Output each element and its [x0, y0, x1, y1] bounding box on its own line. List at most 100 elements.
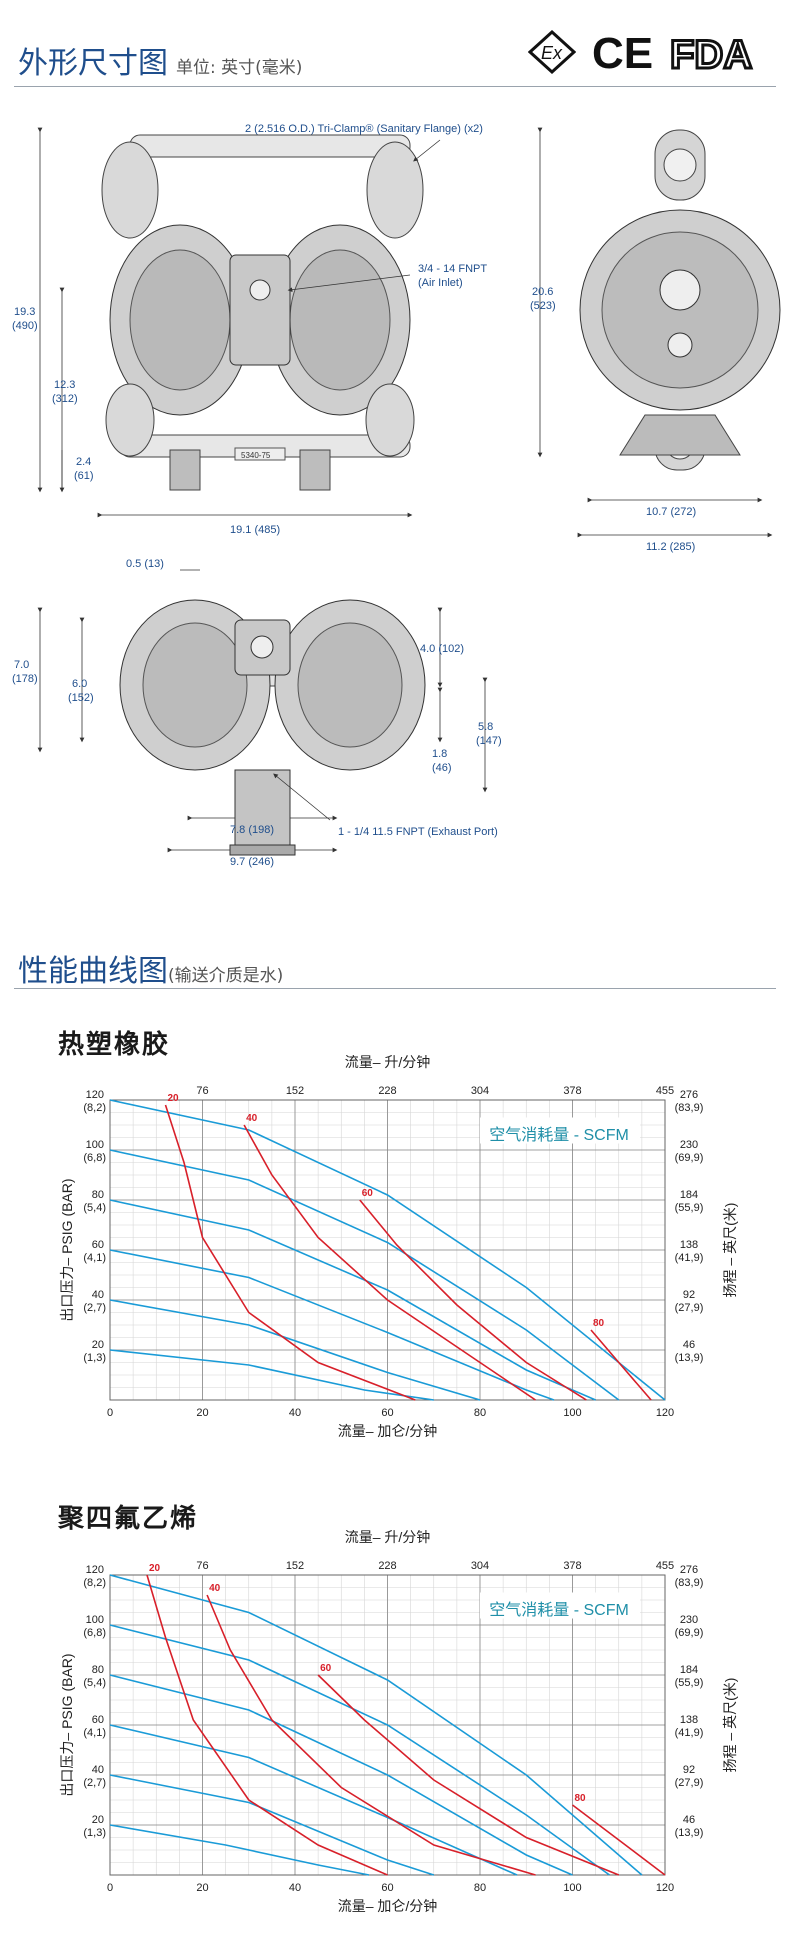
- y-tick-label-bar: (1,3): [83, 1827, 106, 1839]
- x-axis-title: 流量– 加仑/分钟: [338, 1423, 438, 1439]
- right-tick-label: 184: [680, 1189, 698, 1201]
- right-tick-label-m: (83,9): [675, 1102, 704, 1114]
- top-tick-label: 455: [656, 1085, 674, 1097]
- y-tick-label-bar: (8,2): [83, 1102, 106, 1114]
- width-front: 19.1 (485): [230, 524, 280, 536]
- top-height-2-in: 6.0: [72, 678, 87, 690]
- air-consumption-curve: [572, 1804, 666, 1876]
- header-rule: [14, 86, 776, 87]
- top-right-3-mm: (46): [432, 762, 452, 774]
- air-consumption-curve: [590, 1329, 652, 1401]
- fda-logo-text: FDA: [670, 33, 752, 74]
- right-tick-label: 46: [683, 1814, 695, 1826]
- right-tick-label-m: (27,9): [675, 1302, 704, 1314]
- side-view-pump: [579, 129, 781, 471]
- flow-curve: [109, 1199, 596, 1401]
- top-bottom-2: 9.7 (246): [230, 856, 274, 868]
- air-consumption-label: 60: [362, 1188, 374, 1199]
- top-height-2-mm: (152): [68, 692, 94, 704]
- y-tick-label-bar: (4,1): [83, 1252, 106, 1264]
- leader-lines: [273, 139, 441, 821]
- dimension-drawings: 5340-75 2 (2.516 O.D.) Tri-Clamp® (Sanit…: [12, 123, 781, 868]
- right-tick-label: 138: [680, 1714, 698, 1726]
- ex-logo-text: Ex: [541, 43, 563, 63]
- x-tick-label: 80: [474, 1882, 486, 1894]
- right-tick-label-m: (27,9): [675, 1777, 704, 1789]
- side-width-2: 11.2 (285): [646, 541, 695, 553]
- flow-curve: [109, 1574, 643, 1876]
- right-tick-label-m: (41,9): [675, 1727, 704, 1739]
- y-tick-label: 40: [92, 1764, 104, 1776]
- side-height-mm: (523): [530, 300, 556, 312]
- x-tick-label: 120: [656, 1407, 674, 1419]
- right-tick-label-m: (83,9): [675, 1577, 704, 1589]
- side-height-in: 20.6: [532, 286, 553, 298]
- x-tick-label: 60: [381, 1407, 393, 1419]
- flow-curve: [109, 1249, 555, 1401]
- certification-logos: Ex CE FDA: [528, 30, 766, 74]
- right-tick-label-m: (69,9): [675, 1152, 704, 1164]
- x-tick-label: 20: [196, 1882, 208, 1894]
- top-tick-label: 378: [563, 1085, 581, 1097]
- performance-subtitle: (输送介质是水): [168, 966, 284, 986]
- page-title: 外形尺寸图单位: 英寸(毫米): [18, 38, 302, 82]
- y-tick-label: 100: [86, 1614, 104, 1626]
- flow-curve: [109, 1624, 610, 1876]
- y-tick-label-bar: (5,4): [83, 1677, 106, 1689]
- flow-curve: [109, 1824, 370, 1876]
- air-consumption-curve: [359, 1199, 587, 1401]
- air-consumption-label: 80: [575, 1793, 587, 1804]
- ex-logo: Ex: [528, 30, 576, 74]
- top-offset: 0.5 (13): [126, 558, 164, 570]
- air-consumption-label: 20: [149, 1563, 161, 1574]
- top-tick-label: 152: [286, 1560, 304, 1572]
- right-tick-label: 138: [680, 1239, 698, 1251]
- y-tick-label: 20: [92, 1814, 104, 1826]
- chart-1-heading: 热塑橡胶: [58, 1030, 171, 1060]
- height-total-in: 19.3: [14, 306, 35, 318]
- x-tick-label: 120: [656, 1882, 674, 1894]
- air-consumption-label: 20: [168, 1093, 180, 1104]
- top-tick-label: 304: [471, 1560, 489, 1572]
- legend-text: 空气消耗量 - SCFM: [489, 1601, 629, 1619]
- x-tick-label: 0: [107, 1882, 113, 1894]
- y-axis-title: 出口压力– PSIG (BAR): [59, 1653, 75, 1796]
- air-consumption-label: 40: [246, 1113, 258, 1124]
- air-consumption-curve: [164, 1104, 416, 1401]
- right-tick-label: 276: [680, 1089, 698, 1101]
- right-tick-label-m: (55,9): [675, 1202, 704, 1214]
- air-consumption-curve: [317, 1674, 620, 1876]
- top-axis-title: 流量– 升/分钟: [345, 1055, 431, 1070]
- height-base-in: 2.4: [76, 456, 91, 468]
- right-tick-label-m: (69,9): [675, 1627, 704, 1639]
- flow-curve: [109, 1099, 666, 1401]
- top-tick-label: 455: [656, 1560, 674, 1572]
- y-tick-label: 120: [86, 1089, 104, 1101]
- ce-logo-text: CE: [592, 30, 653, 74]
- top-tick-label: 76: [196, 1085, 208, 1097]
- side-width-1: 10.7 (272): [646, 506, 696, 518]
- front-view-pump: 5340-75: [101, 134, 424, 491]
- top-tick-label: 76: [196, 1560, 208, 1572]
- top-height-1-in: 7.0: [14, 659, 29, 671]
- right-tick-label: 230: [680, 1139, 698, 1151]
- x-tick-label: 80: [474, 1407, 486, 1419]
- air-consumption-label: 40: [209, 1583, 221, 1594]
- y-tick-label-bar: (1,3): [83, 1352, 106, 1364]
- exhaust-port-note: 1 - 1/4 11.5 FNPT (Exhaust Port): [338, 826, 498, 838]
- right-axis-title: 扬程 – 英尺(米): [722, 1678, 738, 1773]
- y-tick-label-bar: (8,2): [83, 1577, 106, 1589]
- right-tick-label: 276: [680, 1564, 698, 1576]
- right-tick-label: 230: [680, 1614, 698, 1626]
- chart-2-heading: 聚四氟乙烯: [58, 1504, 199, 1534]
- air-consumption-curve: [206, 1594, 536, 1876]
- y-tick-label-bar: (6,8): [83, 1627, 106, 1639]
- y-tick-label: 40: [92, 1289, 104, 1301]
- y-tick-label: 20: [92, 1339, 104, 1351]
- flow-curve: [109, 1724, 518, 1876]
- y-tick-label: 80: [92, 1664, 104, 1676]
- air-inlet-spec: 3/4 - 14 FNPT: [418, 263, 487, 275]
- x-tick-label: 100: [563, 1882, 581, 1894]
